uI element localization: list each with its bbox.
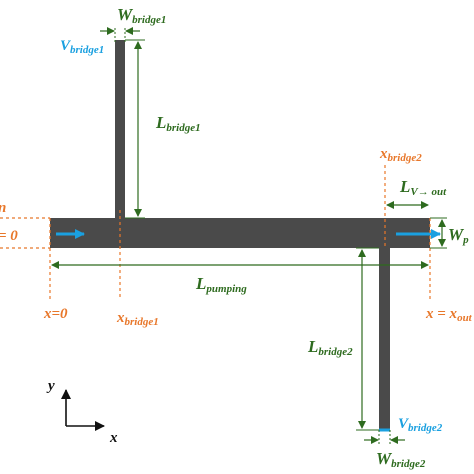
- l-bridge2-label: Lbridge2: [307, 337, 353, 358]
- l-v-out-label: LV→ out: [399, 177, 447, 198]
- left-top-label: n: [0, 200, 6, 216]
- w-bridge1-label: Wbridge1: [117, 5, 166, 26]
- main-pumping-channel: [50, 218, 430, 248]
- w-pump-label: Wp: [448, 225, 469, 246]
- x-bridge1-label: xbridge1: [116, 310, 159, 328]
- v-bridge1-label: Vbridge1: [60, 38, 104, 56]
- bridge2-channel: [379, 248, 390, 430]
- bridge1-channel: [115, 40, 125, 218]
- x-zero-label: x=0: [43, 306, 68, 322]
- x-bridge2-top-label: xbridge2: [379, 146, 422, 164]
- x-out-label: x = xout: [425, 306, 473, 324]
- x-axis-label: x: [109, 430, 118, 446]
- left-eq-label: = 0: [0, 228, 18, 244]
- l-pumping-label: Lpumping: [195, 274, 247, 295]
- v-bridge2-label: Vbridge2: [398, 416, 443, 434]
- l-bridge1-label: Lbridge1: [155, 113, 201, 134]
- y-axis-label: y: [46, 378, 55, 394]
- w-bridge2-label: Wbridge2: [376, 449, 426, 470]
